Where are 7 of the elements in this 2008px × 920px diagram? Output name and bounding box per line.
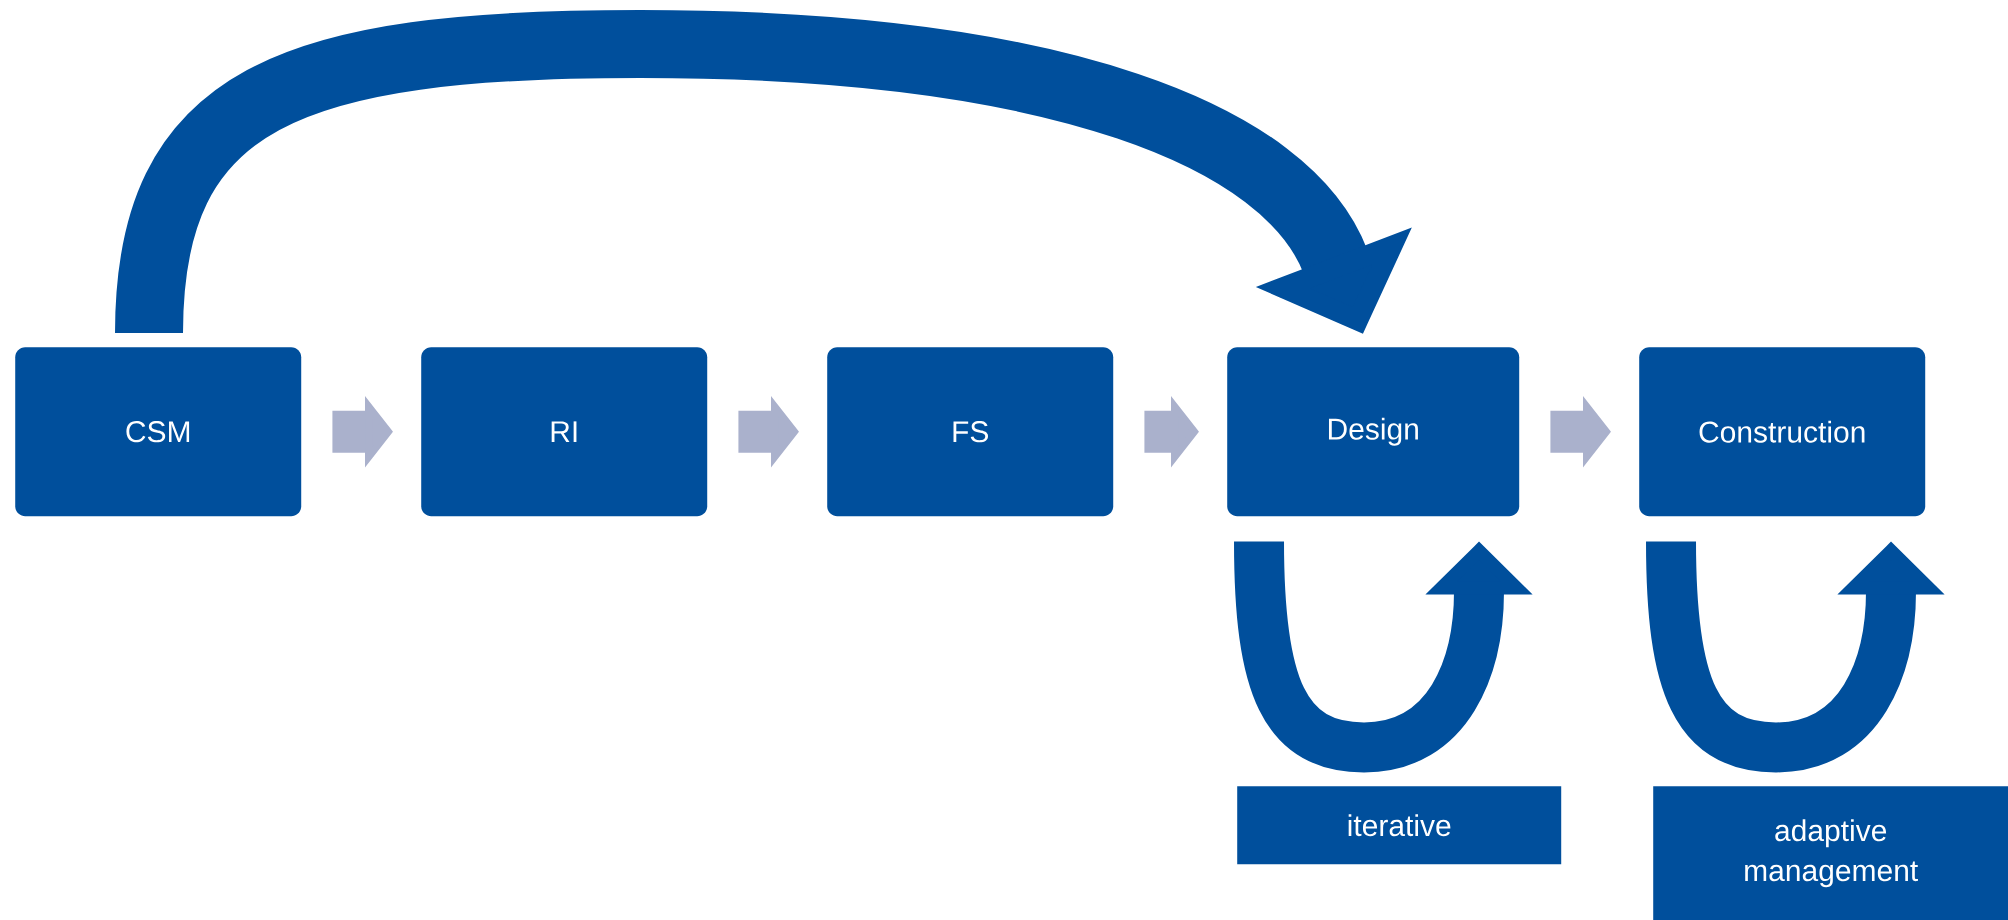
caption-box: adaptive management (1653, 786, 2008, 920)
process-box: RI (421, 347, 708, 517)
process-box: FS (827, 347, 1114, 517)
caption-box: iterative (1237, 786, 1562, 865)
process-box: Design (1227, 347, 1520, 517)
process-box: Construction (1639, 347, 1926, 517)
process-box: CSM (15, 347, 302, 517)
